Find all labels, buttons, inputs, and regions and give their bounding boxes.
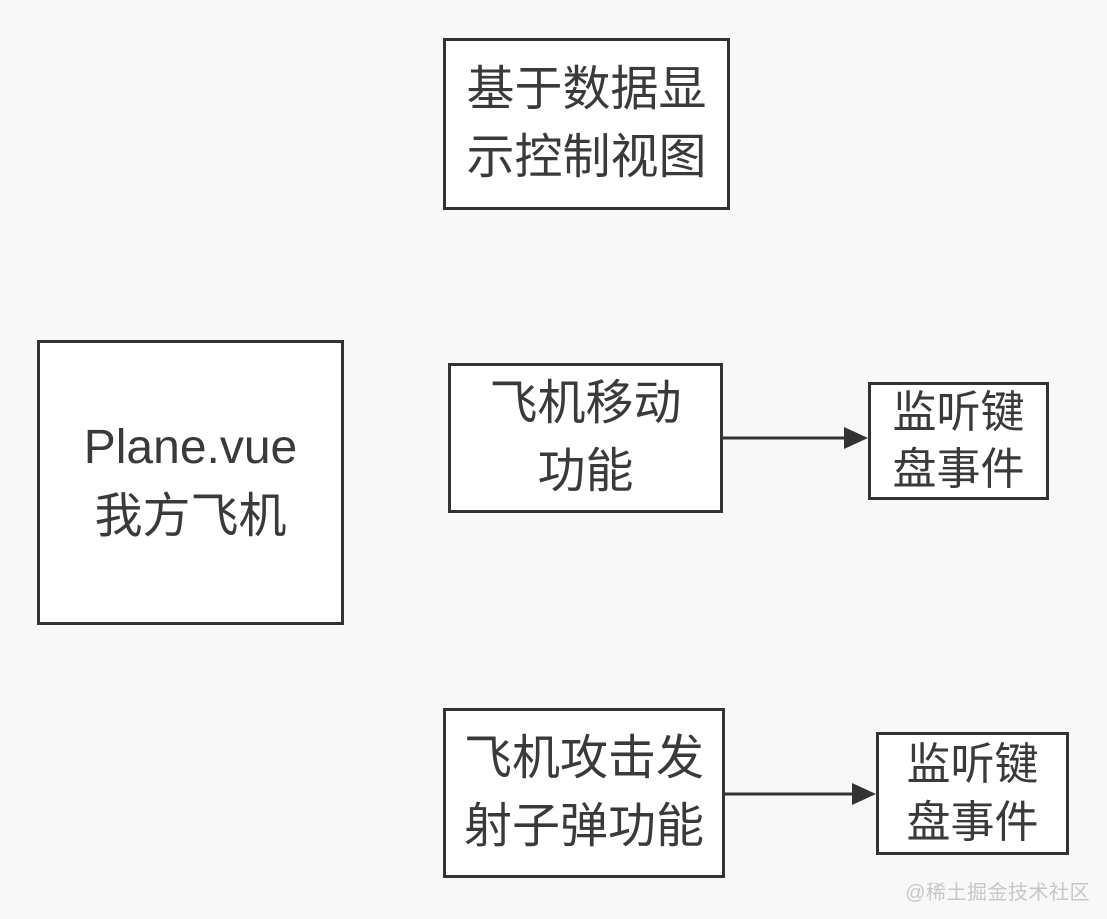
node-attack-function: 飞机攻击发 射子弹功能 bbox=[443, 708, 725, 878]
node-view-control-line2: 示控制视图 bbox=[466, 131, 707, 184]
node-keyboard-listen-2-line2: 盘事件 bbox=[906, 797, 1039, 847]
node-move-function-line2: 功能 bbox=[537, 445, 634, 498]
arrow-shaft bbox=[723, 436, 848, 440]
node-keyboard-listen-2-line1: 监听键 bbox=[906, 740, 1039, 790]
node-keyboard-listen-1: 监听键 盘事件 bbox=[868, 382, 1049, 500]
node-move-function-line1: 飞机移动 bbox=[489, 376, 682, 430]
node-view-control-line1: 基于数据显 bbox=[466, 62, 707, 116]
arrow-attack-to-keyboard bbox=[725, 783, 876, 805]
watermark: @稀土掘金技术社区 bbox=[905, 882, 1090, 904]
node-attack-function-line2: 射子弹功能 bbox=[463, 800, 704, 853]
arrow-move-to-keyboard bbox=[723, 427, 868, 449]
node-plane-vue-line1: Plane.vue bbox=[83, 421, 298, 475]
arrow-head-right-icon bbox=[852, 783, 876, 805]
arrow-head-right-icon bbox=[844, 427, 868, 449]
node-keyboard-listen-1-line1: 监听键 bbox=[892, 387, 1025, 437]
node-attack-function-line1: 飞机攻击发 bbox=[463, 731, 704, 785]
node-move-function: 飞机移动 功能 bbox=[448, 363, 723, 513]
node-keyboard-listen-2: 监听键 盘事件 bbox=[876, 732, 1069, 855]
node-plane-vue-line2: 我方飞机 bbox=[94, 489, 287, 543]
node-view-control: 基于数据显 示控制视图 bbox=[443, 38, 730, 210]
arrow-shaft bbox=[725, 792, 856, 796]
node-plane-vue: Plane.vue 我方飞机 bbox=[37, 340, 344, 625]
node-keyboard-listen-1-line2: 盘事件 bbox=[892, 445, 1025, 494]
